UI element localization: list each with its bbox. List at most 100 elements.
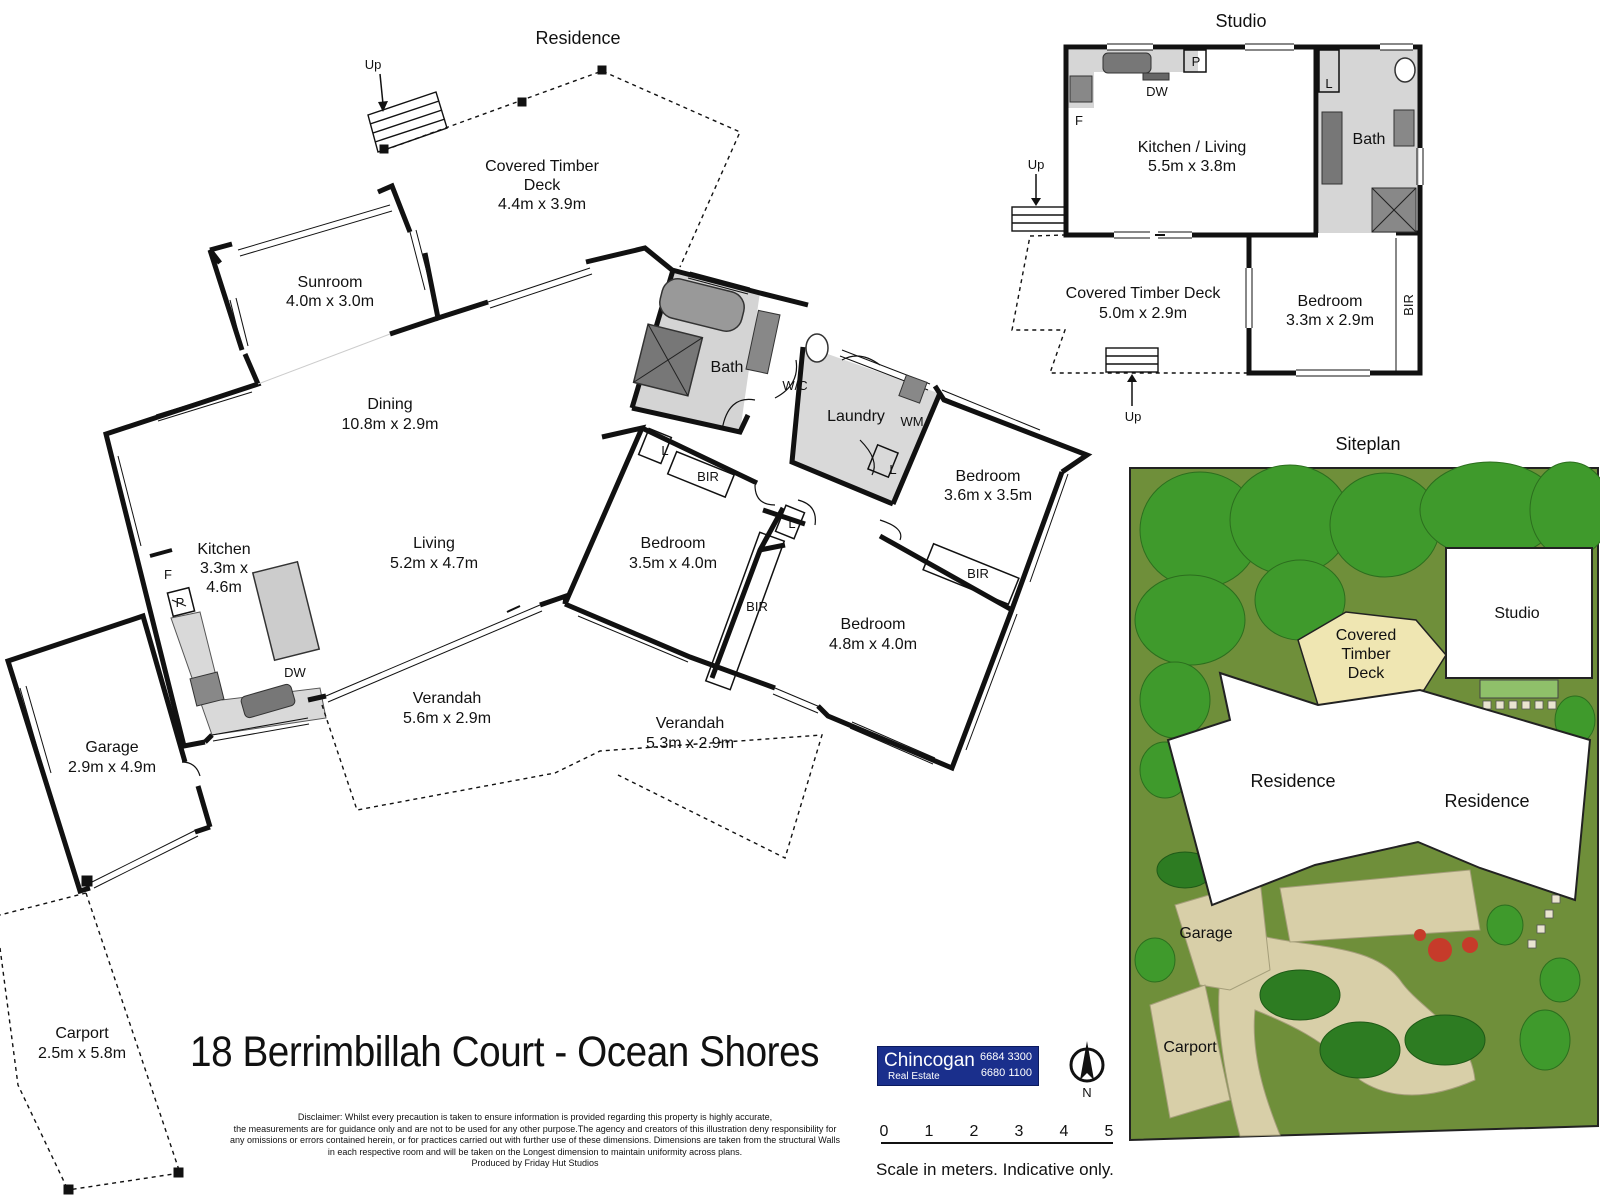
scale-tick: 0 [880, 1123, 889, 1140]
studio-f-label: F [1075, 113, 1083, 128]
linen-cupboard [637, 427, 673, 465]
kitchen-dims-2: 4.6m [206, 579, 242, 596]
scale-tick: 3 [1015, 1123, 1024, 1140]
sunroom-opening [257, 333, 391, 385]
siteplan: Siteplan [1129, 434, 1600, 1142]
site-deck-label-1: Covered [1336, 627, 1396, 644]
studio-plan [1011, 43, 1424, 406]
l-label: L [788, 516, 795, 531]
site-residence [1166, 671, 1592, 907]
site-studio-label: Studio [1494, 605, 1539, 622]
verandah1-dims: 5.6m x 2.9m [403, 710, 491, 727]
siteplan-heading: Siteplan [1335, 434, 1400, 454]
studio-pantry [1183, 49, 1207, 73]
dw-label: DW [284, 665, 306, 680]
flowers [1414, 929, 1478, 962]
l-label: L [889, 462, 896, 477]
scale-bar: 0 1 2 3 4 5 [880, 1123, 1114, 1144]
residence-heading: Residence [535, 28, 620, 48]
site-deck-label-3: Deck [1348, 665, 1385, 682]
agency-logo: Chincogan Real Estate 6684 3300 6680 110… [877, 1046, 1039, 1086]
deck-outline [0, 70, 823, 1191]
up-label: Up [365, 57, 382, 72]
north-arrow: N [1069, 1041, 1105, 1100]
garage-dims: 2.9m x 4.9m [68, 759, 156, 776]
studio-deck-name: Covered Timber Deck [1066, 285, 1222, 302]
scale-tick: 4 [1060, 1123, 1069, 1140]
deck-post [597, 65, 607, 75]
studio-dw [1142, 72, 1170, 81]
scale-note: Scale in meters. Indicative only. [876, 1160, 1114, 1179]
north-label: N [1082, 1085, 1091, 1100]
bir-cupboard [704, 531, 786, 691]
pantry-label: P [176, 595, 185, 610]
trees [1134, 461, 1600, 1071]
studio-toilet [1394, 57, 1416, 83]
deck-name: Covered Timber [485, 158, 599, 175]
disclaimer-line: Produced by Friday Hut Studios [471, 1158, 599, 1168]
verandah-door-arrow [506, 605, 521, 613]
residence-labels: Residence Up Covered Timber Deck 4.4m x … [38, 28, 1032, 1062]
site-studio [1445, 547, 1593, 679]
stove [189, 671, 225, 707]
garage-door [91, 829, 197, 883]
carport-post [173, 1167, 184, 1178]
garage-window [19, 687, 46, 776]
disclaimer-line: the measurements are for guidance only a… [233, 1123, 837, 1134]
disclaimer: Disclaimer: Whilst every precaution is t… [205, 1112, 865, 1170]
linen-cupboard [774, 504, 806, 540]
laundry-floor [793, 346, 938, 503]
dining-name: Dining [367, 396, 412, 413]
fridge-space [149, 548, 173, 558]
studio-bir-label: BIR [1401, 294, 1416, 316]
l-label: L [661, 443, 668, 458]
verandah-pad [1279, 869, 1481, 943]
studio-steps [1011, 206, 1159, 373]
shower-diag [633, 337, 703, 383]
studio-bath-name: Bath [1353, 131, 1386, 148]
carport-corner [81, 875, 93, 887]
garage-walls [4, 612, 213, 895]
kitchen-name: Kitchen [197, 541, 250, 558]
wc-name: W/C [782, 378, 807, 393]
carport-post [63, 1184, 74, 1195]
bed3-dims: 4.8m x 4.0m [829, 636, 917, 653]
studio-deck-outline [1011, 234, 1249, 374]
toilet [805, 333, 829, 363]
sink [240, 683, 296, 719]
door-swings [171, 355, 902, 777]
logo-name: Chincogan [884, 1050, 975, 1071]
vanity [745, 309, 781, 375]
studio-vanity [1393, 109, 1415, 147]
disclaimer-line: Disclaimer: Whilst every precaution is t… [297, 1112, 773, 1122]
studio-heading: Studio [1215, 11, 1266, 31]
studio-up-label: Up [1028, 157, 1045, 172]
bed2-dims: 3.6m x 3.5m [944, 487, 1032, 504]
site-carport-label: Carport [1163, 1039, 1217, 1056]
studio-labels: Studio DW P F L Kitchen / Living 5.5m x … [1028, 11, 1416, 424]
studio-p-label: P [1192, 54, 1201, 69]
carport-name: Carport [55, 1025, 109, 1042]
disclaimer-line: in each respective room and will be take… [327, 1146, 743, 1157]
logo-phone-2: 6680 1100 [980, 1067, 1032, 1079]
studio-kitchen-name: Kitchen / Living [1138, 139, 1247, 156]
up-arrow-head [378, 101, 388, 112]
studio-linen [1318, 49, 1340, 93]
garage-door [93, 835, 199, 889]
deck-dims: 4.4m x 3.9m [498, 196, 586, 213]
living-dims: 5.2m x 4.7m [390, 555, 478, 572]
verandah2-name: Verandah [656, 715, 725, 732]
siteplan-labels: Studio Covered Timber Deck Residence Res… [1163, 605, 1539, 1056]
studio-windows [1107, 43, 1424, 377]
garden-bed [1479, 679, 1559, 699]
deck-post [517, 97, 527, 107]
bed1-dims: 3.5m x 4.0m [629, 555, 717, 572]
studio-walls [1063, 44, 1423, 376]
bir-cupboard [666, 450, 736, 499]
site-residence-label-2: Residence [1444, 791, 1529, 811]
up-arrow-head [1031, 198, 1041, 206]
scale-tick: 5 [1105, 1123, 1114, 1140]
page-title: 18 Berrimbillah Court - Ocean Shores [190, 1028, 820, 1076]
studio-bedroom-name: Bedroom [1298, 293, 1363, 310]
fridge-label: F [164, 567, 172, 582]
